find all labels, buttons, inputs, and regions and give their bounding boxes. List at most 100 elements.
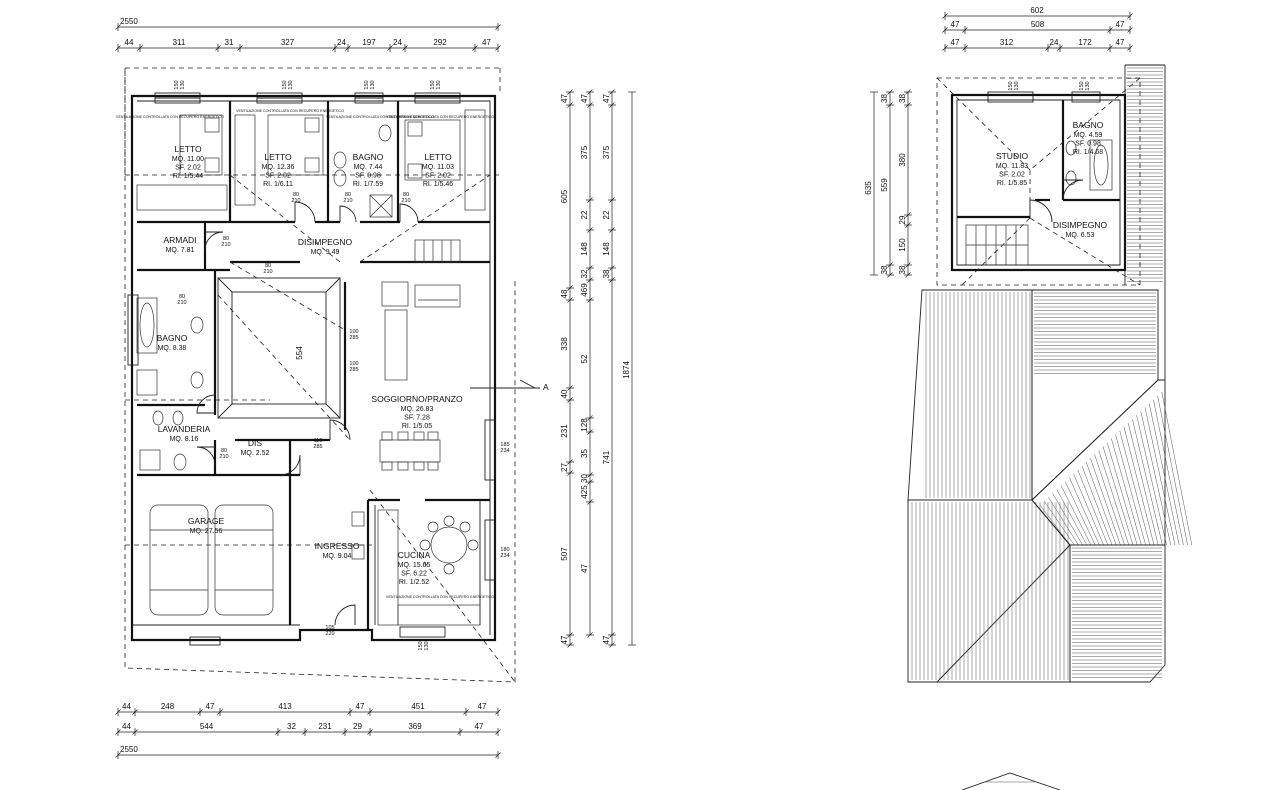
bed-letto-2 [234, 114, 324, 206]
opening-label-7: 210 [401, 198, 410, 204]
gf-right-dim-b-7: 128 [580, 418, 589, 432]
uf-top-dim-b-1: 312 [1000, 38, 1014, 47]
ventilation-notes: VENTILAZIONE CONTROLLATA CON RECUPERO EN… [116, 109, 494, 599]
gf-top-total: 2550 [120, 17, 138, 26]
room-info-cucina-12-1: SF. 6.22 [401, 571, 427, 578]
room-name-garage-10: GARAGE [188, 516, 225, 526]
room-info-dis-9-0: MQ. 2.52 [241, 450, 270, 457]
room-info-letto-3-1: SF. 2.02 [425, 173, 451, 180]
room-info-cucina-12-0: MQ. 15.65 [398, 562, 431, 569]
room-info-cucina-12-2: RI. 1/2.52 [399, 579, 429, 586]
gf-top-dim-0: 44 [125, 38, 134, 47]
opening-label-36: 554 [295, 346, 304, 360]
uf-opening-label-3: 130 [1085, 81, 1091, 90]
uf-top-dim-a-0: 47 [951, 20, 960, 29]
uf-top-total: 602 [1030, 6, 1044, 15]
room-info-studio-uf-0-2: RI. 1/5.85 [997, 180, 1027, 187]
bed-letto-3 [404, 109, 486, 211]
bed-letto-1 [179, 114, 223, 176]
opening-label-5: 210 [343, 198, 352, 204]
room-name-disimpegno-uf-2: DISIMPEGNO [1053, 220, 1108, 230]
room-info-studio-uf-0-0: MQ. 11.83 [996, 163, 1028, 170]
window-top-1 [154, 92, 201, 104]
gf-right-dim-a-0: 47 [560, 94, 569, 103]
bagno-1-fixtures [333, 124, 393, 218]
room-info-soggiorno-pranzo-7-2: RI. 1/5.05 [402, 423, 432, 430]
opening-label-3: 210 [291, 198, 300, 204]
opening-label-9: 210 [177, 300, 186, 306]
window-right-cucina [484, 519, 496, 581]
gf-bottom-dim-b-5: 369 [408, 722, 422, 731]
uf-left-dim-a-0: 38 [898, 94, 907, 103]
bagno-2-fixtures [136, 297, 204, 396]
opening-label-10: 80 [221, 448, 227, 454]
room-name-cucina-12: CUCINA [398, 550, 431, 560]
room-name-bagno-2: BAGNO [353, 152, 384, 162]
room-info-letto-1-1: SF. 2.02 [265, 173, 291, 180]
room-name-letto-3: LETTO [424, 152, 452, 162]
opening-label-22: 180 [500, 547, 509, 553]
room-info-studio-uf-0-1: SF. 2.02 [999, 172, 1025, 179]
opening-label-30: 150 [364, 80, 370, 89]
room-name-armadi-4: ARMADI [163, 235, 196, 245]
room-info-bagno-uf-1-2: RI. 1/4.68 [1073, 149, 1103, 156]
uf-left-total: 635 [864, 181, 873, 195]
room-name-studio-uf-0: STUDIO [996, 151, 1029, 161]
room-info-ingresso-11-0: MQ. 9.04 [323, 553, 352, 560]
gf-bottom-dim-a-2: 47 [206, 702, 215, 711]
room-name-disimpegno-5: DISIMPEGNO [298, 237, 353, 247]
gf-right-dim-a-5: 231 [560, 424, 569, 438]
gf-bottom-dim-a-4: 47 [356, 702, 365, 711]
opening-label-15: 285 [349, 335, 358, 341]
opening-label-19: 285 [313, 444, 322, 450]
gf-right-dim-b-11: 47 [580, 564, 589, 573]
opening-label-31: 130 [370, 80, 376, 89]
room-info-disimpegno-uf-2-0: MQ. 6.53 [1066, 232, 1095, 239]
opening-label-32: 150 [430, 80, 436, 89]
opening-label-29: 130 [288, 80, 294, 89]
room-info-letto-3-0: MQ. 11.03 [422, 164, 454, 171]
gf-right-dim-b-10: 425 [580, 485, 589, 499]
gf-bottom-dim-b-2: 32 [287, 722, 296, 731]
uf-top-dim-b-0: 47 [951, 38, 960, 47]
opening-label-12: 80 [265, 263, 271, 269]
window-top-2 [256, 92, 303, 104]
room-info-bagno-2-2: RI. 1/7.59 [353, 181, 383, 188]
room-name-dis-9: DIS [248, 438, 263, 448]
uf-left-dim-a-2: 29 [898, 215, 907, 224]
gf-bottom-dim-b-1: 544 [200, 722, 214, 731]
opening-label-13: 210 [263, 269, 272, 275]
gf-right-dim-a-2: 48 [560, 289, 569, 298]
uf-opening-label-0: 150 [1008, 81, 1014, 90]
lavanderia-fixtures [139, 410, 187, 471]
room-info-disimpegno-5-0: MQ. 9.49 [311, 249, 340, 256]
gf-right-dim-a-1: 605 [560, 189, 569, 203]
opening-label-16: 100 [349, 361, 358, 367]
gf-right-dim-b-4: 32 [580, 269, 589, 278]
gf-top-dim-6: 24 [393, 38, 402, 47]
roof-hatching [907, 64, 1193, 683]
room-info-bagno-6-0: MQ. 8.38 [158, 345, 187, 352]
uf-top-dim-b-4: 47 [1116, 38, 1125, 47]
vent-note-0: VENTILAZIONE CONTROLLATA CON RECUPERO EN… [116, 115, 224, 119]
opening-label-33: 130 [436, 80, 442, 89]
gf-right-dim-b-9: 30 [580, 474, 589, 483]
uf-left-dim-b-0: 38 [880, 94, 889, 103]
gf-top-dim-5: 197 [362, 38, 376, 47]
room-info-bagno-2-1: SF. 0.98 [355, 173, 381, 180]
gf-bottom-dim-b-3: 231 [318, 722, 332, 731]
section-marker-a: A [543, 382, 549, 392]
stair-disimpegno [414, 239, 461, 263]
gf-right-dim-b-1: 375 [580, 145, 589, 159]
uf-top-dim-b-2: 24 [1050, 38, 1059, 47]
room-info-letto-3-2: RI. 1/5.46 [423, 181, 453, 188]
opening-label-11: 210 [219, 454, 228, 460]
room-info-bagno-uf-1-0: MQ. 4.59 [1074, 132, 1103, 139]
gf-bottom-dim-a-1: 248 [161, 702, 175, 711]
gf-right-dim-a-3: 338 [560, 337, 569, 351]
